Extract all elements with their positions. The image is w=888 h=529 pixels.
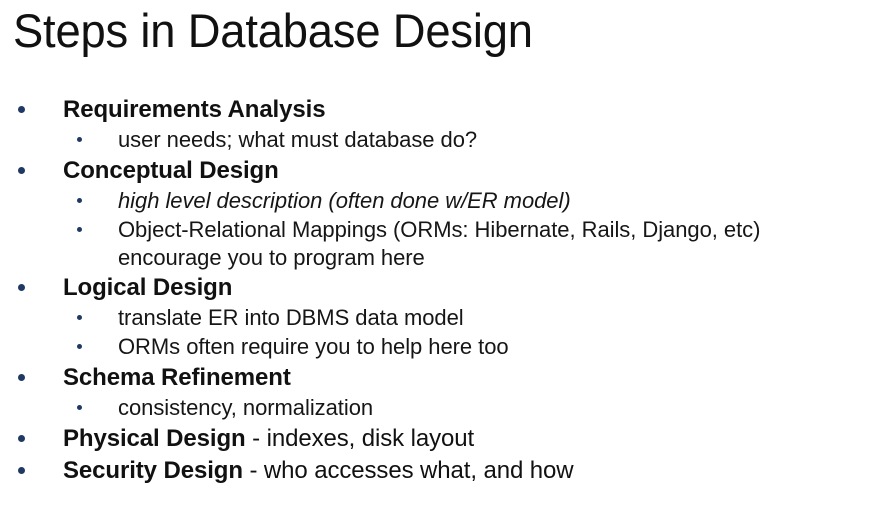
bullet-dot-icon xyxy=(77,315,82,320)
bullet-text: user needs; what must database do? xyxy=(118,127,478,152)
bullet-item: Conceptual Design xyxy=(0,155,888,187)
outline-list: Requirements Analysis user needs; what mu… xyxy=(0,94,888,487)
bullet-text: Logical Design xyxy=(63,274,233,301)
bullet-text-tail: - who accesses what, and how xyxy=(242,457,574,484)
bullet-dot-icon xyxy=(18,106,25,113)
bullet-text: Requirements Analysis xyxy=(63,96,326,123)
bullet-text-tail: - indexes, disk layout xyxy=(245,425,475,452)
bullet-dot-icon xyxy=(18,284,25,291)
bullet-dot-icon xyxy=(77,344,82,349)
bullet-text: Schema Refinement xyxy=(63,364,291,391)
bullet-item: Requirements Analysis xyxy=(0,94,888,126)
bullet-dot-icon xyxy=(77,227,82,232)
bullet-item: Security Design - who accesses what, and… xyxy=(0,455,888,487)
bullet-item: Physical Design - indexes, disk layout xyxy=(0,423,888,455)
bullet-item: consistency, normalization xyxy=(0,394,888,423)
bullet-item: Logical Design xyxy=(0,272,888,304)
bullet-text: Object-Relational Mappings (ORMs: Hibern… xyxy=(118,217,761,270)
bullet-item: Object-Relational Mappings (ORMs: Hibern… xyxy=(0,216,888,272)
bullet-dot-icon xyxy=(77,198,82,203)
bullet-item: translate ER into DBMS data model xyxy=(0,304,888,333)
bullet-item: user needs; what must database do? xyxy=(0,126,888,155)
bullet-item: Schema Refinement xyxy=(0,362,888,394)
bullet-text: consistency, normalization xyxy=(118,395,374,420)
bullet-dot-icon xyxy=(18,435,25,442)
bullet-text: Conceptual Design xyxy=(63,157,279,184)
bullet-text: Security Design - who accesses what, and… xyxy=(63,457,574,484)
bullet-item: ORMs often require you to help here too xyxy=(0,333,888,362)
bullet-text: Physical Design - indexes, disk layout xyxy=(63,425,475,452)
bullet-dot-icon xyxy=(18,374,25,381)
bullet-item: high level description (often done w/ER … xyxy=(0,187,888,216)
bullet-dot-icon xyxy=(77,405,82,410)
bullet-text: translate ER into DBMS data model xyxy=(118,305,464,330)
bullet-dot-icon xyxy=(18,467,25,474)
page-title: Steps in Database Design xyxy=(13,4,533,57)
bullet-text: ORMs often require you to help here too xyxy=(118,334,509,359)
bullet-text: high level description (often done w/ER … xyxy=(118,188,571,213)
bullet-dot-icon xyxy=(77,137,82,142)
bullet-dot-icon xyxy=(18,167,25,174)
